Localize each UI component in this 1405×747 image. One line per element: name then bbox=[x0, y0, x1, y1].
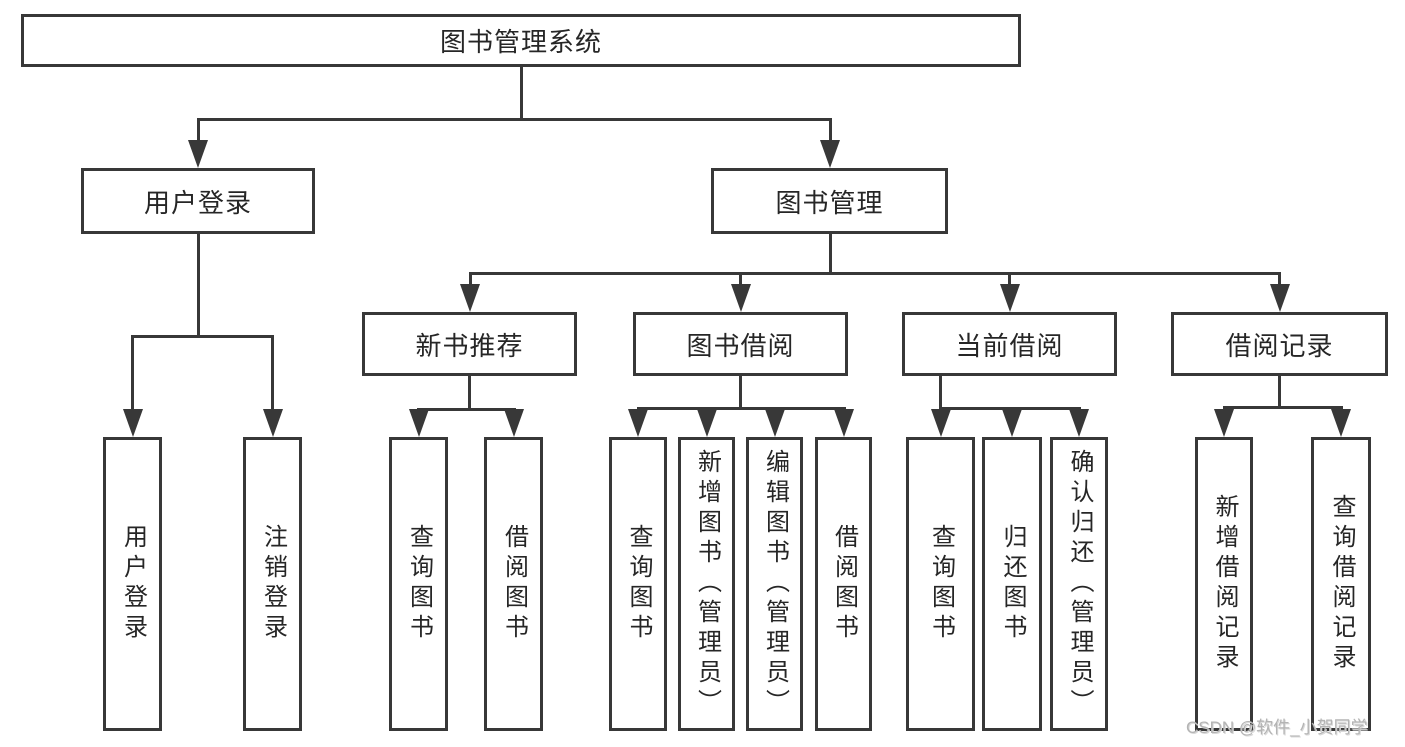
arrowhead-leaf-logout bbox=[262, 409, 283, 437]
node-borrowing-records: 借阅记录 bbox=[1171, 312, 1388, 376]
arrowhead-user-login bbox=[188, 140, 208, 168]
connector-to-book-borrowing bbox=[739, 272, 742, 286]
connector-new-book-split bbox=[417, 408, 516, 411]
arrowhead-borrow-books-2 bbox=[833, 409, 854, 437]
node-current-borrowing: 当前借阅 bbox=[902, 312, 1117, 376]
arrowhead-book-borrowing bbox=[730, 284, 751, 312]
arrowhead-new-book bbox=[460, 284, 480, 312]
connector-book-borrowing-split bbox=[636, 407, 846, 410]
node-new-book-recommend: 新书推荐 bbox=[362, 312, 577, 376]
connector-root-split bbox=[196, 118, 832, 121]
arrowhead-leaf-user-login bbox=[122, 409, 143, 437]
connector-book-borrowing-stem bbox=[739, 376, 742, 407]
leaf-confirm-return-admin: 确认归还（管理员） bbox=[1050, 437, 1108, 731]
connector-to-leaf-logout bbox=[271, 335, 274, 411]
leaf-query-books-3: 查询图书 bbox=[906, 437, 975, 731]
leaf-add-borrow-record: 新增借阅记录 bbox=[1195, 437, 1253, 731]
node-user-login: 用户登录 bbox=[81, 168, 315, 234]
connector-root-stem bbox=[519, 67, 523, 118]
leaf-borrow-books-1: 借阅图书 bbox=[484, 437, 543, 731]
arrowhead-add-record bbox=[1214, 409, 1234, 437]
leaf-query-books-2: 查询图书 bbox=[609, 437, 667, 731]
connector-to-current-borrowing bbox=[1008, 272, 1011, 286]
leaf-query-books-1: 查询图书 bbox=[389, 437, 448, 731]
node-book-borrowing: 图书借阅 bbox=[633, 312, 848, 376]
arrowhead-query-books-2 bbox=[628, 409, 648, 437]
connector-new-book-stem bbox=[468, 376, 471, 408]
arrowhead-return-book bbox=[1002, 409, 1022, 437]
leaf-user-login: 用户登录 bbox=[103, 437, 162, 731]
connector-to-leaf-user-login bbox=[131, 335, 134, 411]
arrowhead-add-book bbox=[696, 409, 717, 437]
connector-user-login-stem bbox=[196, 234, 200, 335]
leaf-edit-book-admin: 编辑图书（管理员） bbox=[746, 437, 803, 731]
arrowhead-borrow-books-1 bbox=[503, 409, 524, 437]
connector-to-user-login bbox=[196, 118, 200, 144]
connector-borrowing-records-stem bbox=[1278, 376, 1281, 406]
leaf-query-borrow-record: 查询借阅记录 bbox=[1311, 437, 1371, 731]
connector-current-borrowing-split bbox=[939, 407, 1081, 410]
arrowhead-query-books-1 bbox=[408, 409, 429, 437]
connector-user-login-split bbox=[131, 335, 274, 338]
connector-current-borrowing-stem bbox=[939, 376, 942, 407]
node-library-system: 图书管理系统 bbox=[21, 14, 1021, 67]
connector-to-book-management bbox=[828, 118, 832, 144]
csdn-watermark: CSDN @软件_小贺同学 bbox=[1186, 718, 1368, 737]
node-book-management: 图书管理 bbox=[711, 168, 948, 234]
arrowhead-book-management bbox=[820, 140, 840, 168]
arrowhead-query-books-3 bbox=[930, 409, 951, 437]
connector-borrowing-records-split bbox=[1222, 406, 1343, 409]
connector-book-management-split bbox=[468, 272, 1281, 275]
arrowhead-query-record bbox=[1331, 409, 1351, 437]
leaf-borrow-books-2: 借阅图书 bbox=[815, 437, 872, 731]
arrowhead-edit-book bbox=[764, 409, 785, 437]
connector-to-borrowing-records bbox=[1278, 272, 1281, 286]
arrowhead-borrowing-records bbox=[1269, 284, 1290, 312]
connector-to-new-book bbox=[468, 272, 472, 286]
leaf-return-book: 归还图书 bbox=[982, 437, 1042, 731]
connector-book-management-stem bbox=[828, 234, 832, 272]
leaf-logout: 注销登录 bbox=[243, 437, 302, 731]
leaf-add-book-admin: 新增图书（管理员） bbox=[678, 437, 735, 731]
arrowhead-current-borrowing bbox=[999, 284, 1020, 312]
arrowhead-confirm-return bbox=[1069, 409, 1089, 437]
